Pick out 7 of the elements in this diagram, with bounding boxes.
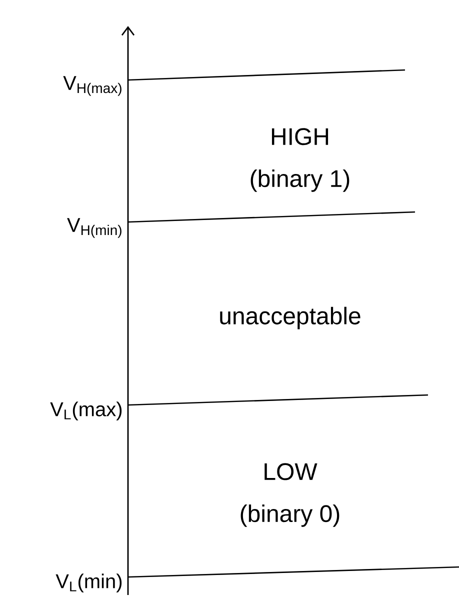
band-label: unacceptable [220,306,360,330]
level-label: V$_{H(min)}$ [67,218,122,238]
level-label: V$_{H(max)}$ [63,76,122,96]
level-label: V$_{L}$(min) [56,574,122,592]
band-label: LOW (binary 0) [240,463,340,527]
band-label: HIGH (binary 1) [250,128,350,192]
level-label: V$_{L}$(max) [50,402,122,420]
